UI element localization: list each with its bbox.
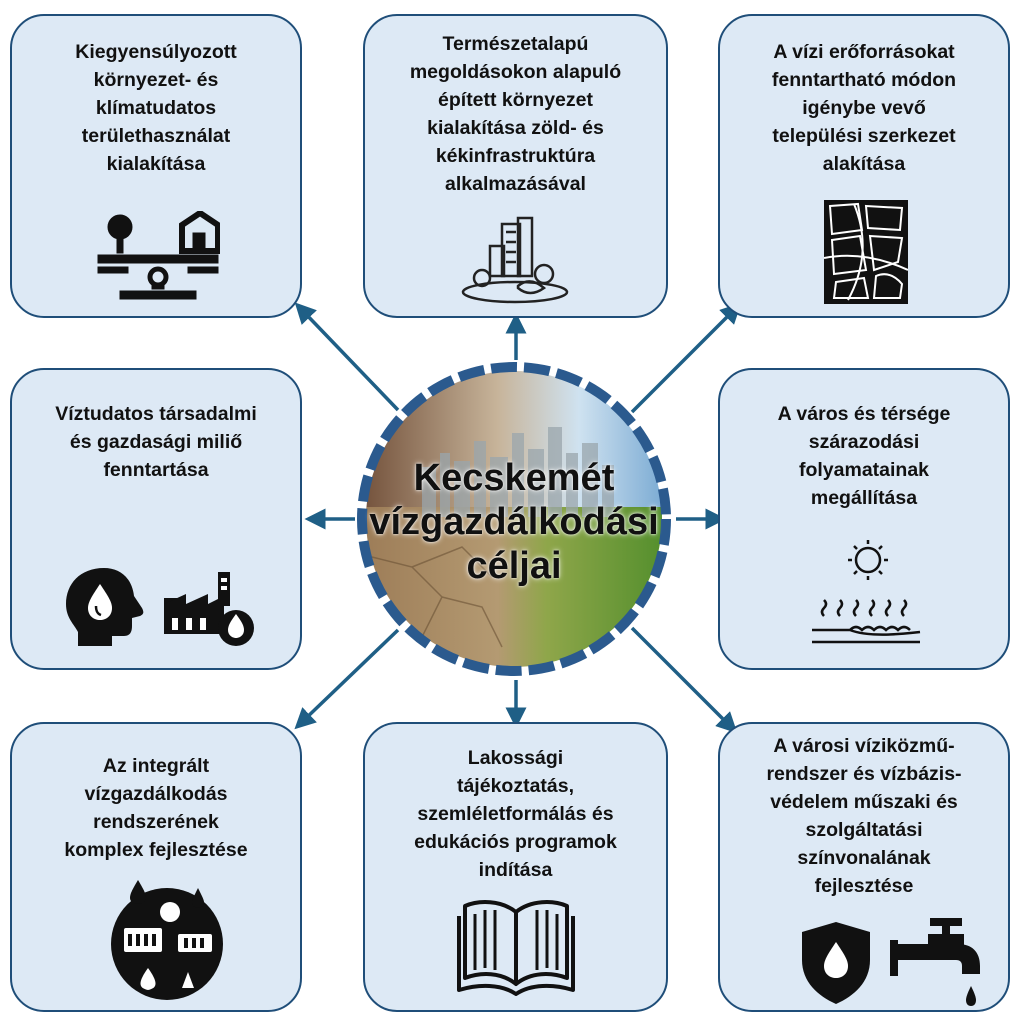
- goal-text: A város és térsége szárazodási folyamata…: [777, 403, 951, 509]
- goal-box-integrated: Az integrált vízgazdálkodás rendszerének…: [10, 722, 302, 1012]
- goal-box-nature-based: Természetalapú megoldásokon alapuló épít…: [363, 14, 668, 318]
- goal-box-education: Lakossági tájékoztatás, szemléletformálá…: [363, 722, 668, 1012]
- goal-box-utilities: A városi víziközmű- rendszer és vízbázis…: [718, 722, 1010, 1012]
- green-city-icon: [461, 216, 569, 304]
- goal-box-drought: A város és térsége szárazodási folyamata…: [718, 368, 1010, 670]
- goal-text: A vízi erőforrásokat fenntartható módon …: [771, 41, 957, 175]
- goal-text: Az integrált vízgazdálkodás rendszerének…: [64, 755, 248, 861]
- hub-title: Kecskemét vízgazdálkodási céljai: [369, 457, 659, 587]
- shield-drop-icon: [802, 922, 870, 1004]
- city-map-icon: [824, 200, 908, 304]
- central-hub: [357, 362, 671, 676]
- goal-text: Lakossági tájékoztatás, szemléletformálá…: [414, 747, 617, 881]
- goal-box-water-resources: A vízi erőforrásokat fenntartható módon …: [718, 14, 1010, 318]
- city-skyline: [422, 427, 614, 517]
- arrow-top-left: [294, 302, 400, 412]
- arrow-bottom-right: [630, 626, 738, 734]
- goal-box-land-use: Kiegyensúlyozott környezet- és klímatuda…: [10, 14, 302, 318]
- water-cycle-icon: [111, 880, 223, 1000]
- arrow-top-right: [630, 302, 742, 414]
- goal-text: Kiegyensúlyozott környezet- és klímatuda…: [75, 41, 237, 175]
- goal-box-water-conscious: Víztudatos társadalmi és gazdasági miliő…: [10, 368, 302, 670]
- goal-text: A városi víziközmű- rendszer és vízbázis…: [766, 735, 962, 897]
- arrow-bottom-left: [294, 628, 400, 730]
- water-mind-icon: [66, 568, 144, 646]
- open-book-icon: [457, 900, 575, 996]
- sun-evaporation-icon: [812, 540, 921, 644]
- goal-text: Természetalapú megoldásokon alapuló épít…: [409, 33, 622, 195]
- water-tap-icon: [890, 918, 980, 1006]
- balance-scale-icon: [97, 211, 220, 300]
- factory-water-icon: [164, 572, 254, 646]
- goal-text: Víztudatos társadalmi és gazdasági miliő…: [55, 403, 257, 481]
- hub-dashed-ring: [357, 362, 671, 676]
